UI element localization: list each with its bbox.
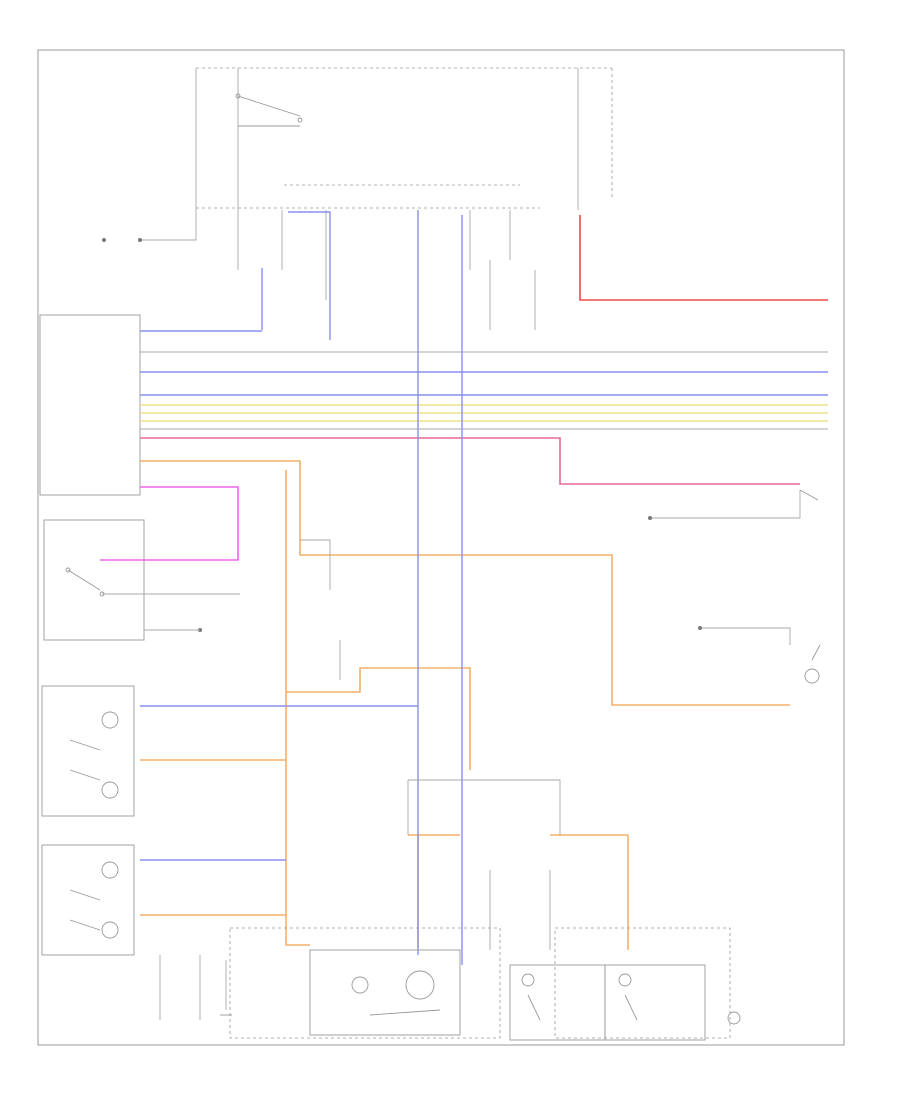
magenta-wire xyxy=(100,486,239,561)
right-pink-connector xyxy=(648,489,819,520)
orange-wire-1 xyxy=(140,460,790,706)
rear-lamp-assembly-1 xyxy=(41,685,135,817)
diagram-frame xyxy=(37,49,845,1046)
mid-connector-1 xyxy=(300,539,331,590)
bottom-module xyxy=(229,927,501,1039)
pink-bus xyxy=(140,437,800,485)
orange-wire-4 xyxy=(286,667,471,770)
ground-symbol-left xyxy=(102,210,197,242)
blue-wire-top-loop xyxy=(288,211,331,340)
branch-mid-right xyxy=(408,779,561,835)
bottom-left-ground xyxy=(159,955,741,1025)
switch-top xyxy=(235,93,303,127)
bottom-right-switch-1 xyxy=(509,964,606,1041)
right-lamp xyxy=(698,626,821,684)
bottom-right-switch-2 xyxy=(554,927,731,1041)
left-switch-block xyxy=(43,519,240,641)
left-module-box xyxy=(39,314,141,496)
red-wire xyxy=(579,215,828,301)
rear-lamp-assembly-2 xyxy=(41,844,135,956)
orange-wire-2 xyxy=(140,470,287,916)
orange-wire-5 xyxy=(285,915,310,946)
